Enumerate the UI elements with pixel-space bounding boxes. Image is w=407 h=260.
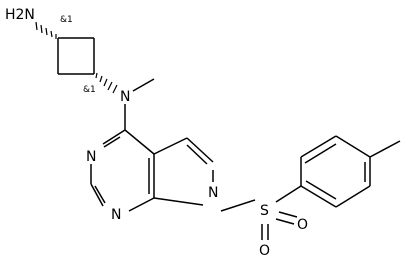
pyrimidine-ring xyxy=(90,129,155,212)
bond xyxy=(275,218,295,225)
bond xyxy=(132,78,155,92)
bond xyxy=(278,211,298,218)
sulfur-label: S xyxy=(260,203,269,219)
bond xyxy=(102,129,126,145)
bond xyxy=(220,199,256,212)
bond xyxy=(124,129,155,155)
cyclobutane-ring xyxy=(57,37,95,75)
bond xyxy=(304,143,337,164)
bond xyxy=(90,183,104,207)
bond xyxy=(275,185,302,203)
amine-label: H2N xyxy=(5,7,35,23)
bond xyxy=(186,137,214,163)
bond xyxy=(186,144,208,165)
bond xyxy=(153,137,188,155)
oxygen-bottom-label: O xyxy=(259,243,270,259)
hashed-wedge-bond xyxy=(35,21,57,39)
methylamino-n-label: N xyxy=(120,89,130,105)
bond xyxy=(305,180,337,200)
stereo-label-top: &1 xyxy=(60,15,73,25)
bond xyxy=(103,136,121,148)
bond xyxy=(128,197,155,212)
hashed-wedge-bond xyxy=(95,72,118,94)
stereo-label-bottom: &1 xyxy=(83,85,96,95)
bond xyxy=(335,135,371,158)
pyrrole-ring xyxy=(153,137,214,206)
pyrimidine-n-top-label: N xyxy=(86,149,96,165)
bond xyxy=(153,197,204,206)
pyrimidine-n-bottom-label: N xyxy=(111,207,121,223)
toluene-ring xyxy=(300,135,401,208)
bond xyxy=(94,185,106,204)
bond xyxy=(369,140,401,158)
bond xyxy=(335,185,371,208)
pyrrole-n-label: N xyxy=(208,185,218,201)
oxygen-right-label: O xyxy=(297,217,308,233)
bond xyxy=(300,135,337,158)
bond xyxy=(300,185,337,208)
